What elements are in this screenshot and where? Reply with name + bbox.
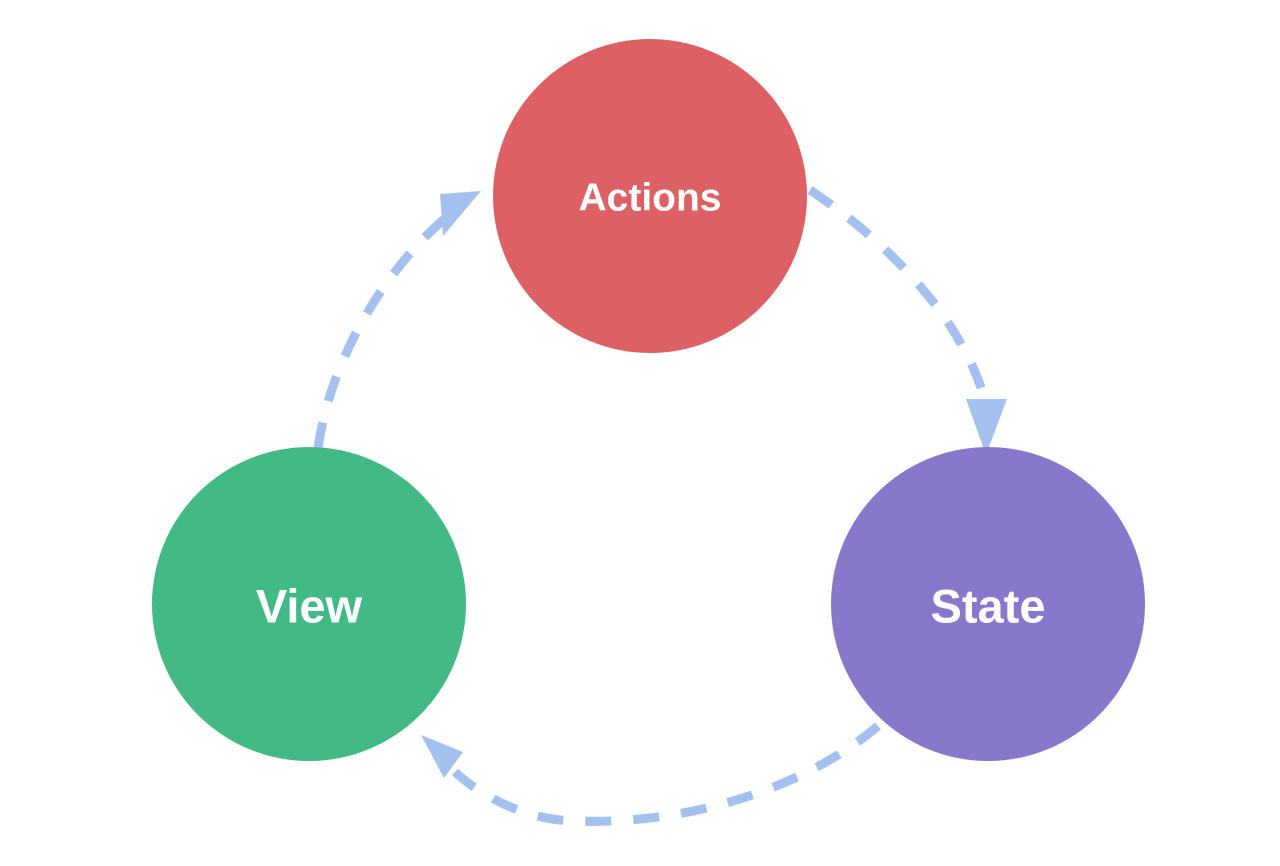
node-view-circle[interactable] <box>152 447 466 761</box>
edges-layer <box>313 186 1007 826</box>
node-actions[interactable]: Actions <box>493 39 807 353</box>
node-actions-circle[interactable] <box>493 39 807 353</box>
node-state-circle[interactable] <box>831 447 1145 761</box>
edge-actions-to-state <box>807 186 991 407</box>
node-actions-label: Actions <box>578 177 721 220</box>
arrowhead-to-view-icon <box>421 735 463 778</box>
arrowhead-to-state-icon <box>966 399 1007 455</box>
edge-state-to-view <box>451 722 881 826</box>
node-state-label: State <box>931 580 1046 633</box>
edge-view-to-actions <box>313 211 452 449</box>
node-state[interactable]: State <box>831 447 1145 761</box>
arrowhead-to-actions-icon <box>440 191 481 236</box>
node-view[interactable]: View <box>152 447 466 761</box>
node-view-label: View <box>256 580 363 633</box>
